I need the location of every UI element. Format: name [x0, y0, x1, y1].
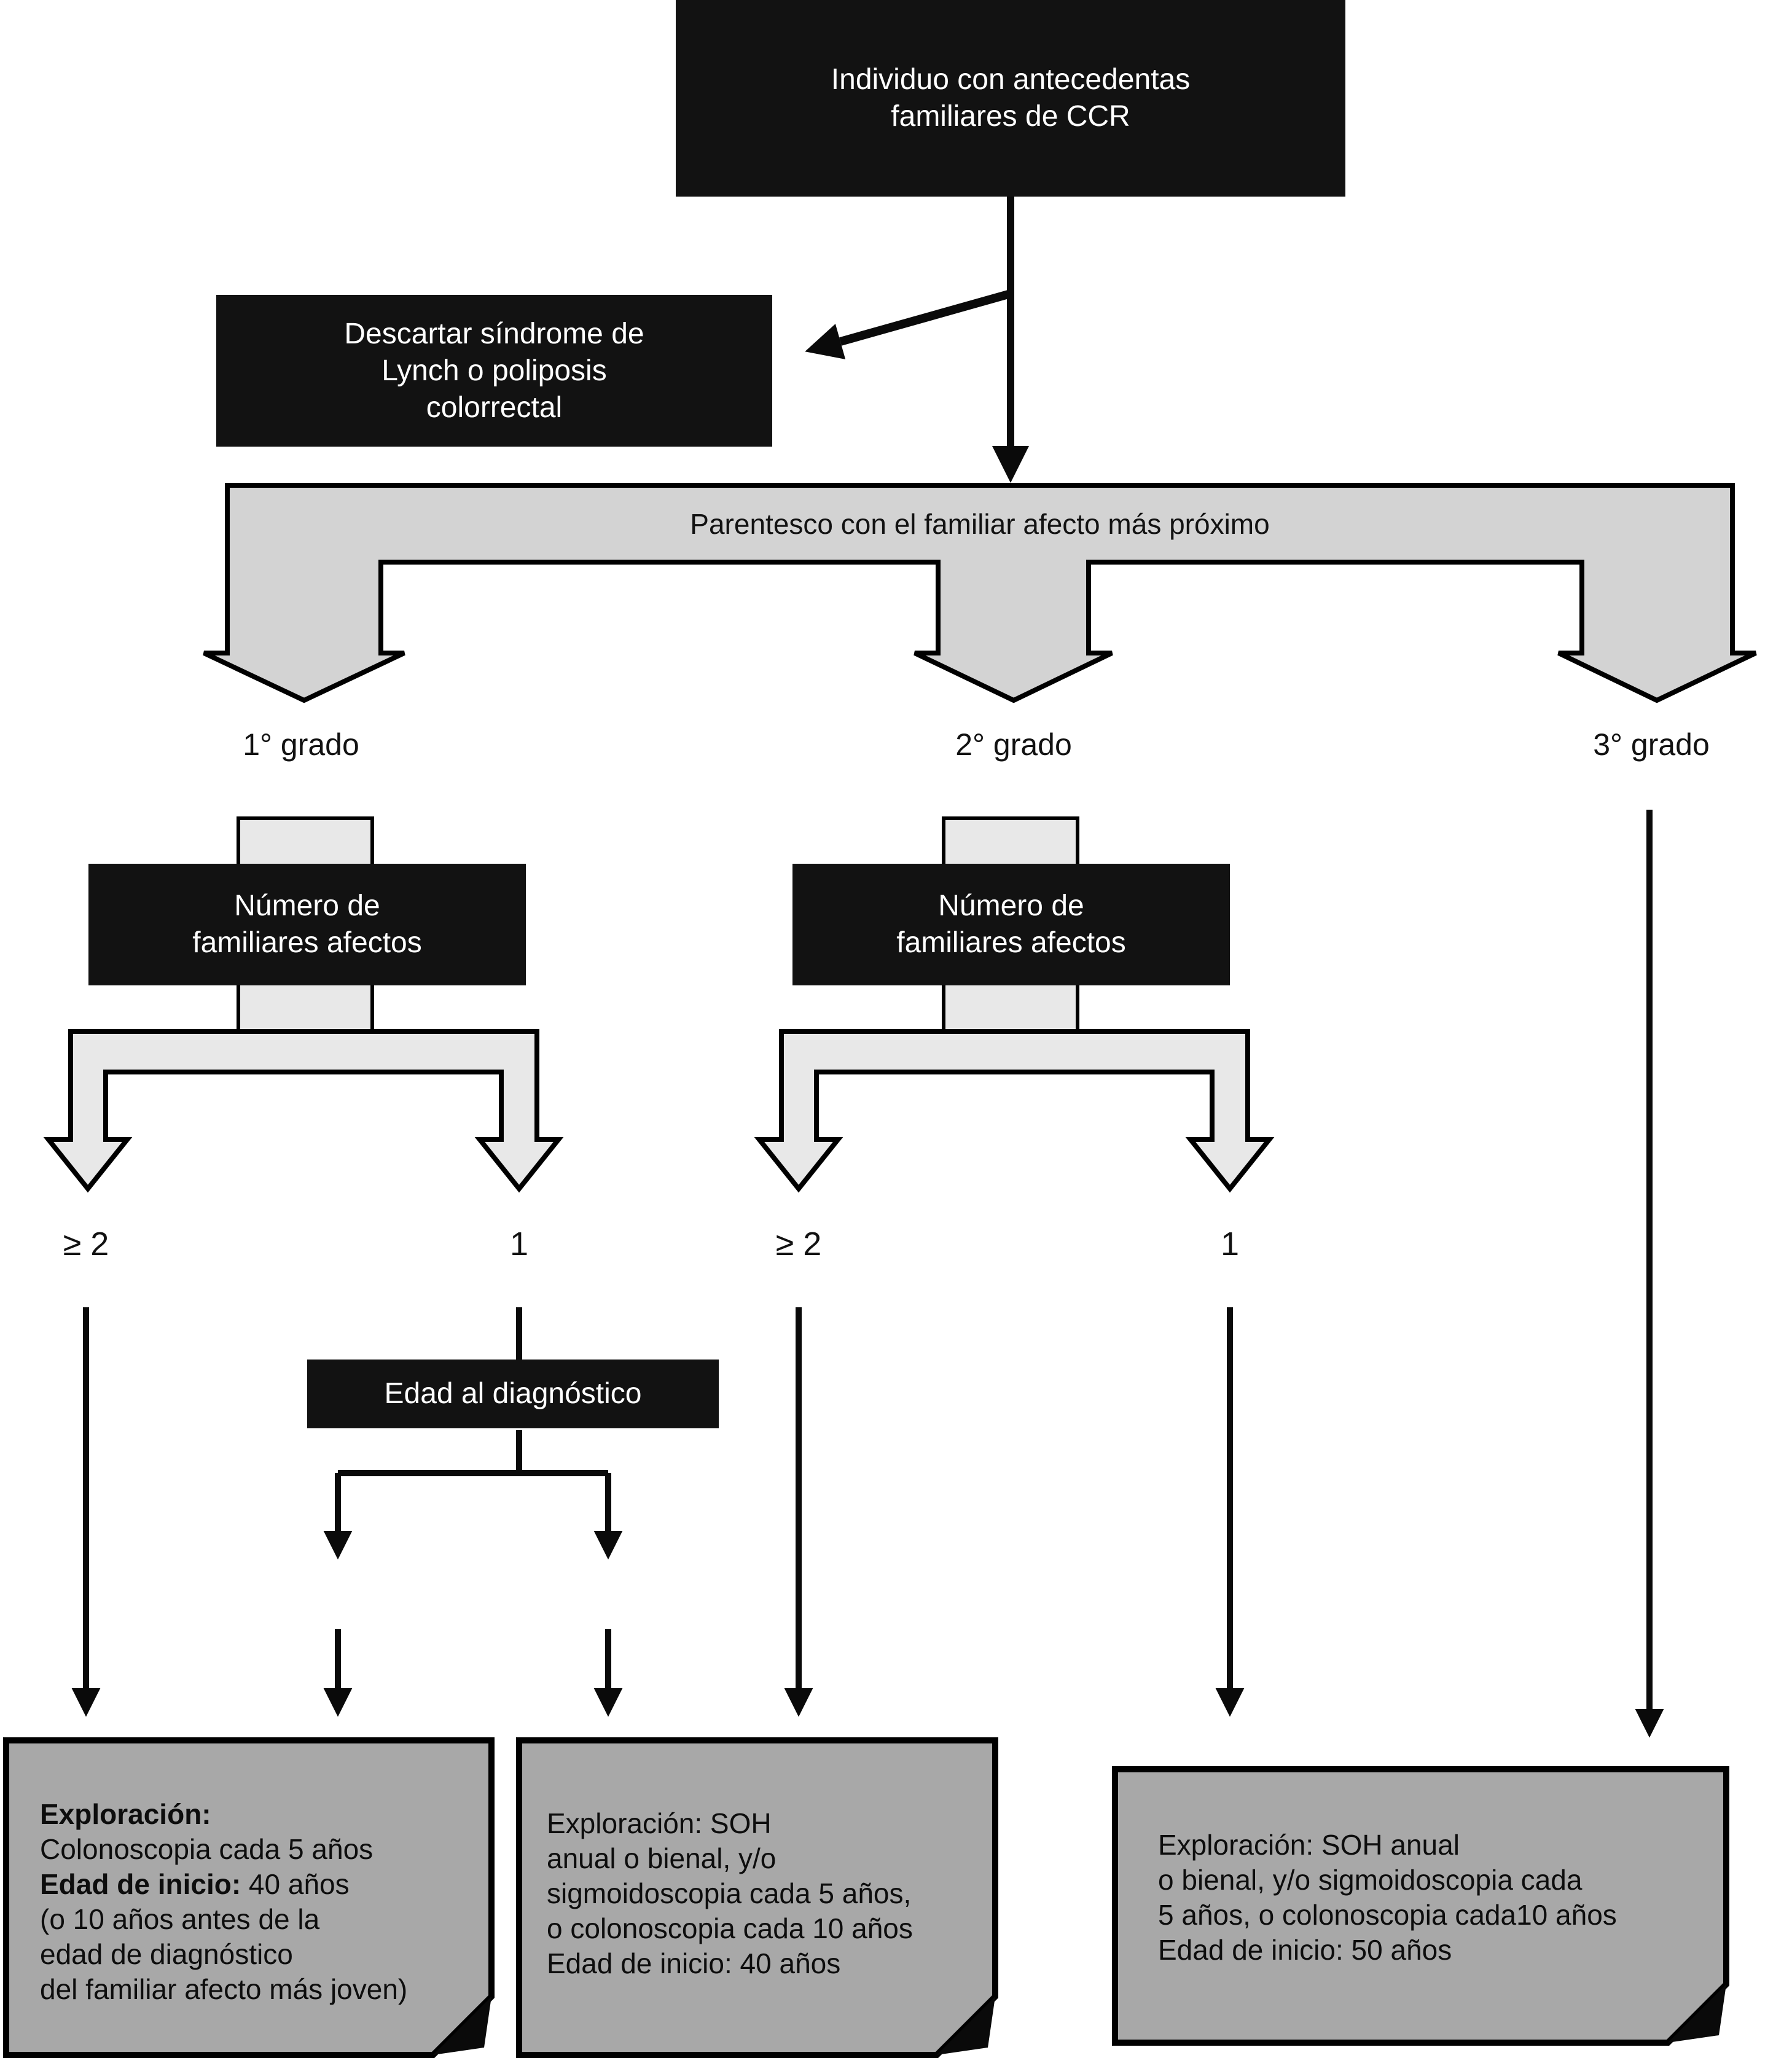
split-arrow-left — [43, 1029, 564, 1193]
banner-label: Parentesco con el familiar afecto más pr… — [690, 508, 1270, 540]
note-box-right-text: Exploración: SOH anual o bienal, y/o sig… — [1158, 1828, 1711, 1968]
note-right-line: 5 años, o colonoscopia cada10 años — [1158, 1899, 1617, 1931]
note-middle-line: Exploración: SOH — [547, 1807, 772, 1839]
grade-label-third: 3° grado — [1593, 727, 1710, 762]
note-left-line-bold: Edad de inicio: — [40, 1868, 241, 1900]
note-left-line: del familiar afecto más joven) — [40, 1973, 408, 2005]
note-right-line: Exploración: SOH anual — [1158, 1829, 1460, 1861]
note-left-line: Edad de inicio: 40 años — [40, 1867, 482, 1902]
note-left-line: Colonoscopia cada 5 años — [40, 1833, 374, 1865]
grade-label-second: 2° grado — [955, 727, 1072, 762]
numero-box-left: Número de familiares afectos — [88, 864, 526, 985]
note-left-line: Exploración: — [40, 1798, 211, 1830]
numero-box-line: familiares afectos — [896, 926, 1126, 959]
note-right-line: Edad de inicio: 50 años — [1158, 1934, 1452, 1966]
note-box-left-fold-icon — [433, 1997, 491, 2055]
count-label-left-ge2: ≥ 2 — [63, 1226, 109, 1262]
note-left-line-rest: 40 años — [241, 1868, 350, 1900]
note-middle-line: o colonoscopia cada 10 años — [547, 1912, 913, 1944]
top-box-line: familiares de CCR — [891, 100, 1130, 133]
note-box-middle-text: Exploración: SOH anual o bienal, y/o sig… — [547, 1806, 983, 1981]
numero-box-middle: Número de familiares afectos — [792, 864, 1230, 985]
edad-box-label: Edad al diagnóstico — [384, 1377, 642, 1410]
note-middle-line: sigmoidoscopia cada 5 años, — [547, 1877, 912, 1909]
count-label-middle-one: 1 — [1220, 1226, 1240, 1262]
note-left-line: (o 10 años antes de la — [40, 1903, 320, 1935]
arrow-top-to-descartar — [805, 289, 1012, 359]
note-right-line: o bienal, y/o sigmoidoscopia cada — [1158, 1864, 1583, 1896]
note-left-line: edad de diagnóstico — [40, 1938, 293, 1970]
numero-box-line: Número de — [234, 890, 380, 922]
edad-box: Edad al diagnóstico — [307, 1360, 719, 1428]
numero-box-line: familiares afectos — [192, 926, 422, 959]
count-label-left-one: 1 — [509, 1226, 529, 1262]
descartar-box-line: Descartar síndrome de — [344, 317, 644, 350]
note-box-right-fold-icon — [1668, 1984, 1726, 2043]
note-middle-line: anual o bienal, y/o — [547, 1842, 777, 1874]
split-arrow-middle — [754, 1029, 1275, 1193]
note-box-middle-fold-icon — [937, 1997, 995, 2055]
top-box-line: Individuo con antecedentas — [831, 63, 1191, 96]
numero-box-line: Número de — [938, 890, 1084, 922]
banner-trident-shape — [203, 483, 1757, 703]
descartar-box: Descartar síndrome de Lynch o poliposis … — [216, 295, 772, 447]
note-box-left-text: Exploración: Colonoscopia cada 5 años Ed… — [40, 1797, 482, 2007]
top-box: Individuo con antecedentas familiares de… — [676, 0, 1345, 197]
descartar-box-line: Lynch o poliposis — [381, 354, 607, 387]
descartar-box-line: colorrectal — [426, 391, 563, 424]
count-label-middle-ge2: ≥ 2 — [775, 1226, 822, 1262]
grade-label-first: 1° grado — [243, 727, 359, 762]
note-middle-line: Edad de inicio: 40 años — [547, 1947, 841, 1979]
